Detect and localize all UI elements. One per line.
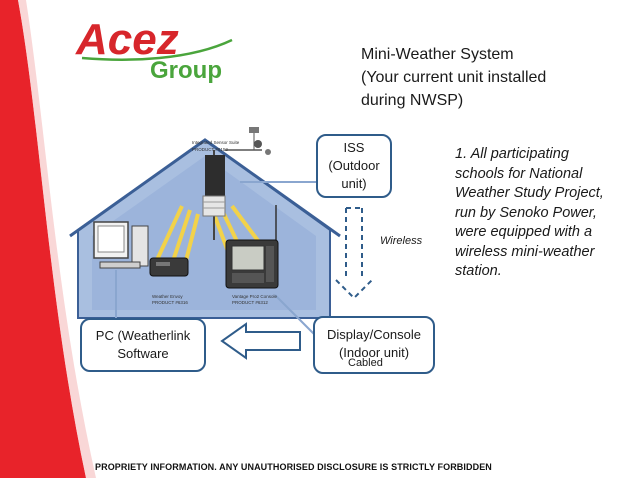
computer-icon bbox=[93, 221, 149, 269]
note-line: station. bbox=[455, 263, 502, 279]
note-line: were equipped with a bbox=[455, 224, 593, 240]
logo-sub-text: Group bbox=[150, 57, 222, 84]
note-line: schools for National bbox=[455, 165, 583, 182]
slide-subtitle-line1: (Your current unit installed bbox=[361, 69, 547, 86]
wireless-label: Wireless bbox=[380, 235, 423, 247]
pc-box: PC (Weatherlink Software bbox=[80, 318, 206, 372]
note-line: run by Senoko Power, bbox=[455, 204, 597, 221]
envoy-label: Weather Envoy bbox=[152, 294, 183, 299]
participation-note: 1. All participating schools for Nationa… bbox=[455, 145, 630, 282]
iss-box-line2: (Outdoor bbox=[328, 158, 380, 173]
weather-envoy-icon bbox=[149, 257, 189, 277]
console-label: Vantage Pro2 Console bbox=[232, 294, 277, 299]
sensor-suite-icon bbox=[202, 127, 271, 240]
pc-box-line1: PC (Weatherlink bbox=[95, 328, 191, 343]
note-line: 1. All participating bbox=[455, 146, 569, 162]
cabled-arrow bbox=[220, 322, 301, 360]
display-box: Display/Console (Indoor unit) bbox=[313, 316, 435, 374]
sensor-product: PRODUCT #6152 bbox=[192, 147, 228, 152]
console-icon bbox=[225, 239, 279, 289]
pc-box-line2: Software bbox=[117, 346, 169, 361]
cabled-label: Cabled bbox=[348, 357, 383, 369]
console-product: PRODUCT #6312 bbox=[232, 300, 268, 305]
slide-title: Mini-Weather System bbox=[361, 46, 514, 63]
footer-disclaimer: PROPRIETY INFORMATION. ANY UNAUTHORISED … bbox=[95, 462, 492, 472]
red-swoosh-inner bbox=[18, 0, 96, 478]
console-connector-line bbox=[274, 294, 316, 336]
slide-subtitle-line2: during NWSP) bbox=[361, 92, 464, 109]
iss-box-line3: unit) bbox=[341, 176, 367, 191]
red-swoosh bbox=[0, 0, 86, 478]
iss-box: ISS (Outdoor unit) bbox=[316, 134, 392, 198]
sensor-label: Integrated Sensor Suite bbox=[192, 140, 240, 145]
display-box-line1: Display/Console bbox=[327, 327, 421, 342]
logo-brand-text: Acez bbox=[75, 15, 179, 64]
iss-box-line1: ISS bbox=[343, 140, 365, 155]
envoy-product: PRODUCT #6316 bbox=[152, 300, 188, 305]
display-box-line2: (Indoor unit) bbox=[338, 345, 410, 360]
note-line: Weather Study Project, bbox=[455, 185, 604, 201]
wireless-arrow bbox=[335, 207, 373, 300]
note-line: wireless mini-weather bbox=[455, 243, 595, 260]
